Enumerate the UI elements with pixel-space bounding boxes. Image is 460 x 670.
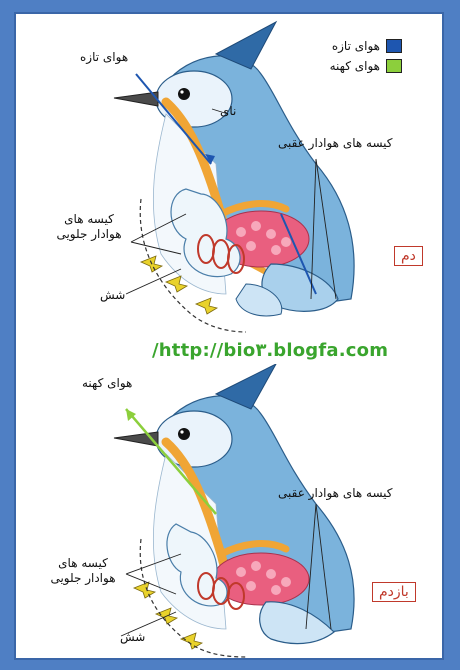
- exhale-posterior-sacs-label: کیسه های هوادار عقبی: [278, 486, 392, 501]
- legend-fresh-air-swatch: [386, 39, 402, 53]
- legend-item-fresh-air: هوای تازه: [330, 36, 402, 56]
- exhale-anterior-sacs-label: کیسه های هوادار جلویی: [48, 556, 118, 586]
- inhale-fresh-air-label: هوای تازه: [80, 50, 128, 65]
- exhale-lung-label: شش: [120, 630, 145, 645]
- exhale-bird-illustration: [16, 364, 442, 658]
- watermark-url: /http://bio۳.blogfa.com: [152, 340, 388, 361]
- inhale-phase-label: دم: [394, 246, 423, 266]
- inhale-posterior-sacs-label: کیسه های هوادار عقبی: [278, 136, 392, 151]
- figure-frame: هوای تازه هوای کهنه هوای تازه نای کیسه ه…: [14, 12, 444, 660]
- inhale-panel: هوای تازه هوای کهنه هوای تازه نای کیسه ه…: [16, 14, 442, 334]
- exhale-panel: هوای کهنه کیسه های هوادار عقبی کیسه های …: [16, 364, 442, 658]
- legend-stale-air-label: هوای کهنه: [330, 59, 380, 73]
- exhale-stale-air-label: هوای کهنه: [82, 376, 132, 391]
- inhale-lung-label: شش: [100, 288, 125, 303]
- legend-stale-air-swatch: [386, 59, 402, 73]
- legend-item-stale-air: هوای کهنه: [330, 56, 402, 76]
- inhale-anterior-sacs-label: کیسه های هوادار جلویی: [54, 212, 124, 242]
- exhale-phase-label: بازدم: [372, 582, 416, 602]
- inhale-trachea-label: نای: [220, 104, 236, 119]
- legend-fresh-air-label: هوای تازه: [332, 39, 380, 53]
- legend: هوای تازه هوای کهنه: [330, 36, 402, 76]
